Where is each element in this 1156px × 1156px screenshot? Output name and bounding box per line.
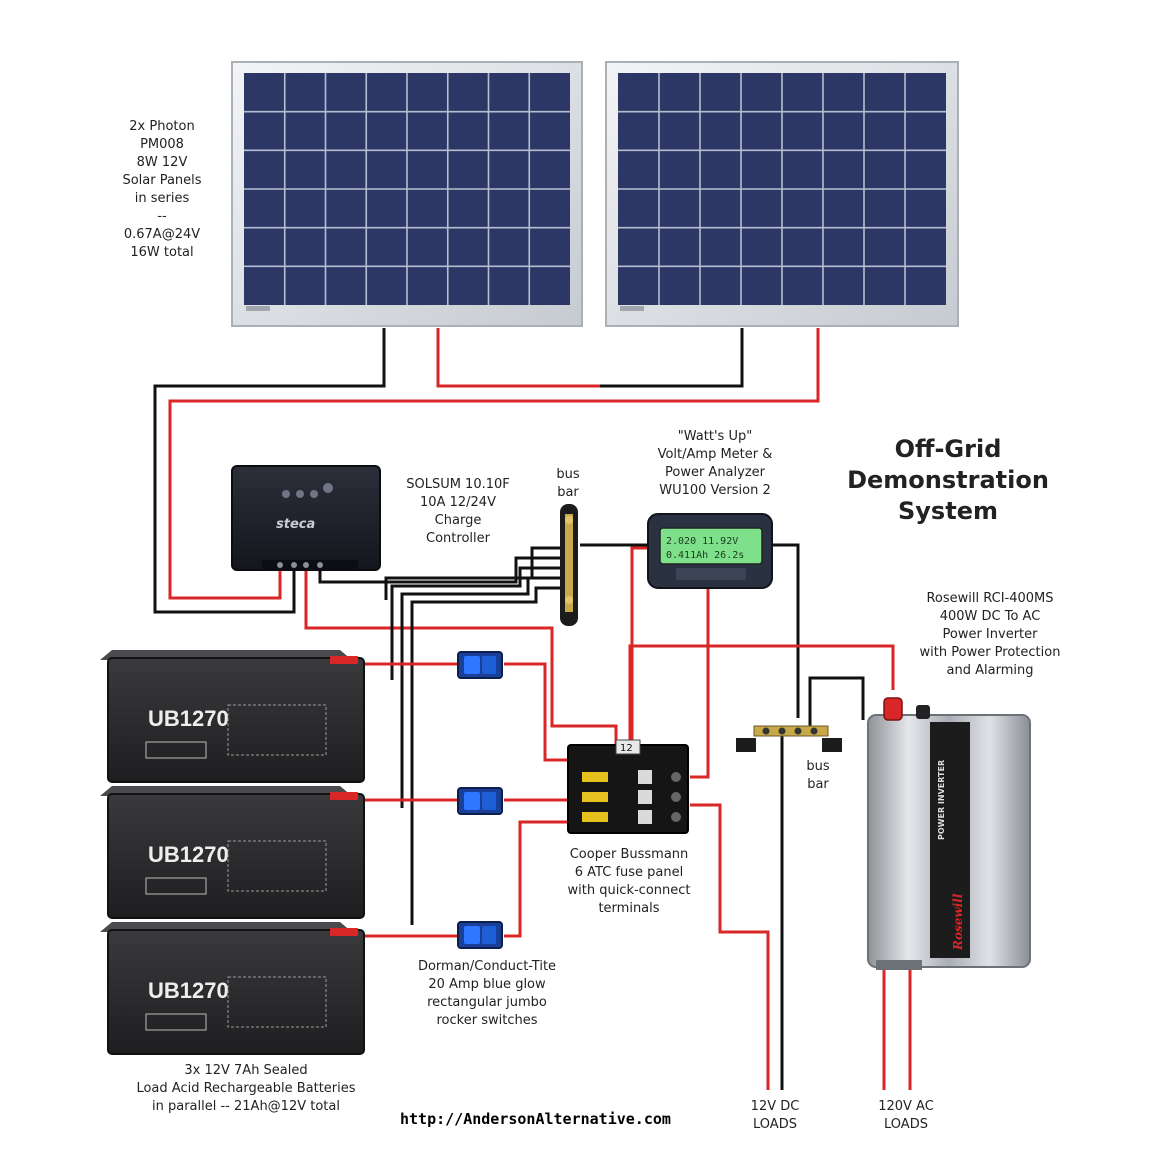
switches-label-line: rocker switches [436,1013,538,1028]
dc-loads-label: 12V DC LOADS [734,1098,816,1134]
battery-2: UB1270 [100,786,365,919]
fuse-panel-label-line: Cooper Bussmann [569,847,689,862]
wire-sw3-out [504,820,568,938]
fuse-panel-label: Cooper Bussmann 6 ATC fuse panel with qu… [546,846,712,918]
rocker-switch-3 [457,921,503,949]
bus-bar-bottom-label-line: bar [807,777,829,792]
inverter-label-line: and Alarming [946,663,1034,678]
rocker-switch-2 [457,787,503,815]
inverter-label-line: 400W DC To AC [939,609,1041,624]
wire-batt2-neg [400,576,560,808]
bus-bar-top-label-line: bus [556,467,580,482]
meter-label-line: Power Analyzer [664,465,765,480]
batteries-label-line: 3x 12V 7Ah Sealed [184,1063,308,1078]
meter-lcd-line2: 0.411Ah 26.2s [666,550,744,561]
bus-bar-top-label: bus bar [544,466,592,502]
wire-panel-positive [168,328,820,600]
bus-bar-bottom-label: bus bar [794,758,842,794]
ac-loads-label: 120V AC LOADS [860,1098,952,1134]
meter-label-line: WU100 Version 2 [659,483,771,498]
batteries-label: 3x 12V 7Ah Sealed Load Acid Rechargeable… [96,1062,396,1116]
solar-panels-label-line: 8W 12V [136,155,188,170]
bus-bar-top-label-line: bar [557,485,579,500]
battery-1-model: UB1270 [148,706,229,731]
wire-panel-series-black [600,328,744,388]
meter-label-line: Volt/Amp Meter & [657,447,773,462]
wires [153,328,912,1090]
fuse-panel-label-line: with quick-connect [567,883,691,898]
meter-label-line: "Watt's Up" [677,429,753,444]
power-inverter: POWER INVERTER Rosewill [867,697,1031,970]
wire-meter-to-bus [772,543,800,718]
fuse-panel-number: 12 [620,743,633,754]
wire-fuse-dc-load [690,803,770,1090]
inverter-label-line: Rosewill RCI-400MS [926,591,1054,606]
wire-sw1-out [504,662,568,762]
meter-label: "Watt's Up" Volt/Amp Meter & Power Analy… [626,428,804,500]
wire-batt3-neg [410,586,560,925]
solar-panels-label-line: 16W total [130,245,194,260]
solar-panels-label-line: PM008 [140,137,184,152]
bus-bar-bottom-label-line: bus [806,759,830,774]
wire-panel-negative [153,328,386,614]
switches-label-line: rectangular jumbo [427,995,547,1010]
battery-3: UB1270 [100,922,365,1055]
charge-controller-label-line: SOLSUM 10.10F [406,477,510,492]
inverter-side-text: POWER INVERTER [937,760,946,840]
bus-bar-top [560,504,578,626]
page-title: Off-Grid Demonstration System [828,434,1068,527]
wire-ctrl-bus-2 [384,546,560,600]
charge-controller-label-line: Controller [426,531,490,546]
wire-ctrl-battery-red [304,568,618,745]
battery-3-model: UB1270 [148,978,229,1003]
wire-bus-inverter [808,676,865,730]
solar-panel-right [605,61,959,327]
bus-bar-bottom [736,725,842,752]
ac-loads-label-line: LOADS [884,1117,928,1132]
inverter-label: Rosewill RCI-400MS 400W DC To AC Power I… [892,590,1088,680]
title-line: Off-Grid [894,435,1002,463]
batteries-label-line: Load Acid Rechargeable Batteries [136,1081,356,1096]
solar-panels-label-line: in series [134,191,190,206]
charge-controller: steca [231,465,381,571]
meter-lcd-line1: 2.020 11.92V [666,536,738,547]
wire-fuse-inverter [628,644,895,745]
charge-controller-label: SOLSUM 10.10F 10A 12/24V Charge Controll… [388,476,528,548]
battery-1: UB1270 [100,650,365,783]
solar-panels-label-line: -- [157,209,167,224]
solar-panel-left [231,61,583,327]
switches-label: Dorman/Conduct-Tite 20 Amp blue glow rec… [396,958,578,1030]
inverter-brand: Rosewill [951,893,965,951]
solar-panels-label-line: Solar Panels [122,173,202,188]
charge-controller-label-line: Charge [434,513,482,528]
charge-controller-label-line: 10A 12/24V [420,495,496,510]
batteries-label-line: in parallel -- 21Ah@12V total [152,1099,340,1114]
inverter-label-line: Power Inverter [942,627,1038,642]
inverter-label-line: with Power Protection [919,645,1061,660]
dc-loads-label-line: 12V DC [750,1099,800,1114]
title-line: System [898,497,998,525]
dc-loads-label-line: LOADS [753,1117,797,1132]
solar-panels-label-line: 0.67A@24V [123,227,201,242]
title-line: Demonstration [847,466,1049,494]
wire-panel-series-red [436,328,600,388]
rocker-switch-1 [457,651,503,679]
switches-label-line: Dorman/Conduct-Tite [417,959,557,974]
switches-label-line: 20 Amp blue glow [428,977,546,992]
ac-loads-label-line: 120V AC [878,1099,934,1114]
fuse-panel-label-line: 6 ATC fuse panel [574,865,684,880]
wire-meter-red-loop [690,586,710,779]
wire-batt1-neg [390,566,560,680]
source-url: http://AndersonAlternative.com [400,1110,671,1128]
controller-logo: steca [276,517,315,532]
watts-up-meter: 2.020 11.92V 0.411Ah 26.2s [647,513,773,589]
fuse-panel: 12 [567,739,689,834]
solar-panels-label-line: 2x Photon [129,119,195,134]
fuse-panel-label-line: terminals [598,901,660,916]
battery-2-model: UB1270 [148,842,229,867]
solar-panels-label: 2x Photon PM008 8W 12V Solar Panels in s… [92,118,232,262]
